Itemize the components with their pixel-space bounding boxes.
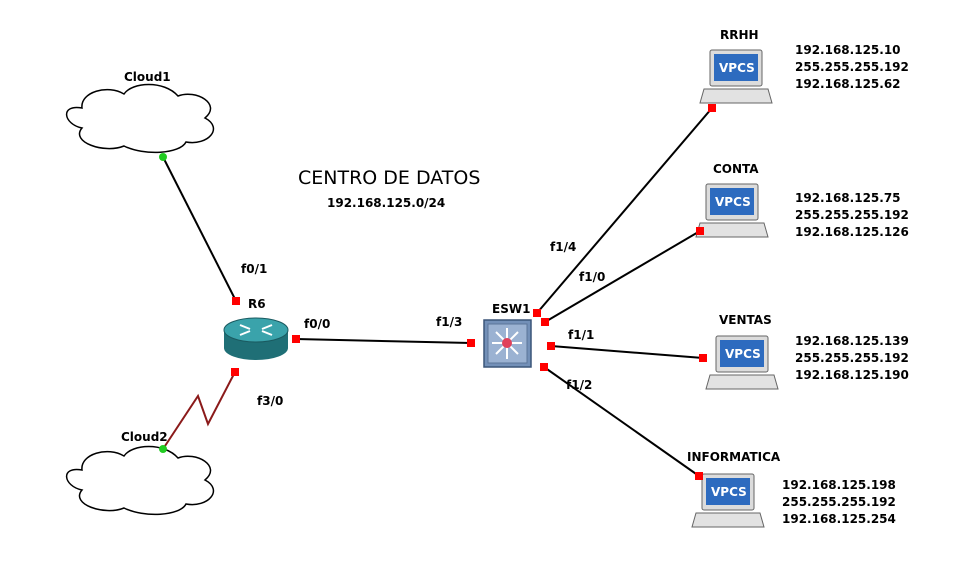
pc-conta-node[interactable] xyxy=(695,183,769,238)
port-label: f1/3 xyxy=(436,315,463,329)
pc-rrhh-node[interactable] xyxy=(699,49,773,104)
port-indicator-sw-f10 xyxy=(541,318,549,326)
switch-label: ESW1 xyxy=(492,302,531,316)
switch-icon xyxy=(483,319,532,368)
link-r6-esw1[interactable] xyxy=(295,338,472,344)
port-indicator-informatica xyxy=(695,472,703,480)
ip-address: 192.168.125.198 xyxy=(782,478,896,492)
subnet-mask: 255.255.255.192 xyxy=(782,495,896,509)
port-label: f0/1 xyxy=(241,262,268,276)
ip-address: 192.168.125.10 xyxy=(795,43,901,57)
network-address: 192.168.125.0/24 xyxy=(327,196,446,210)
port-indicator-sw-f11 xyxy=(547,342,555,350)
router-r6-node[interactable] xyxy=(223,317,289,360)
port-indicator-rrhh xyxy=(708,104,716,112)
port-indicator-r6-f30 xyxy=(231,368,239,376)
vpcs-screen-label: VPCS xyxy=(719,61,755,75)
subnet-mask: 255.255.255.192 xyxy=(795,351,909,365)
link-r6-cloud2-serial[interactable] xyxy=(162,371,236,450)
gateway: 192.168.125.62 xyxy=(795,77,901,91)
pc-conta-label: CONTA xyxy=(713,162,759,176)
port-indicator-r6-f01 xyxy=(232,297,240,305)
ip-config-rrhh: 192.168.125.10 255.255.255.192 192.168.1… xyxy=(795,42,909,93)
links xyxy=(162,107,713,477)
subnet-mask: 255.255.255.192 xyxy=(795,208,909,222)
pc-rrhh-label: RRHH xyxy=(720,28,759,42)
cloud2-node[interactable] xyxy=(65,445,215,516)
port-indicator-conta xyxy=(696,227,704,235)
vpcs-screen-label: VPCS xyxy=(711,485,747,499)
computer-icon xyxy=(695,183,769,238)
pc-informatica-node[interactable] xyxy=(691,473,765,528)
vpcs-screen-label: VPCS xyxy=(725,347,761,361)
router-label: R6 xyxy=(248,297,266,311)
link-cloud1-r6[interactable] xyxy=(162,156,237,302)
cloud2-label: Cloud2 xyxy=(121,430,168,444)
port-label: f1/2 xyxy=(566,378,593,392)
port-indicators xyxy=(231,104,716,480)
link-esw1-conta[interactable] xyxy=(544,230,701,323)
gateway: 192.168.125.254 xyxy=(782,512,896,526)
computer-icon xyxy=(705,335,779,390)
port-label: f1/0 xyxy=(579,270,606,284)
ip-address: 192.168.125.139 xyxy=(795,334,909,348)
port-label: f1/1 xyxy=(568,328,595,342)
cloud1-node[interactable] xyxy=(65,83,215,162)
port-indicator-ventas xyxy=(699,354,707,362)
link-esw1-informatica[interactable] xyxy=(543,366,700,477)
port-indicator-up xyxy=(159,153,167,161)
ip-config-ventas: 192.168.125.139 255.255.255.192 192.168.… xyxy=(795,333,909,384)
port-label: f1/4 xyxy=(550,240,577,254)
gateway: 192.168.125.126 xyxy=(795,225,909,239)
subnet-mask: 255.255.255.192 xyxy=(795,60,909,74)
port-indicator-sw-f14 xyxy=(533,309,541,317)
computer-icon xyxy=(691,473,765,528)
link-esw1-rrhh[interactable] xyxy=(536,107,713,314)
link-esw1-ventas[interactable] xyxy=(550,345,704,359)
pc-ventas-label: VENTAS xyxy=(719,313,772,327)
ip-config-informatica: 192.168.125.198 255.255.255.192 192.168.… xyxy=(782,477,896,528)
port-label: f3/0 xyxy=(257,394,284,408)
gateway: 192.168.125.190 xyxy=(795,368,909,382)
port-indicator-up xyxy=(159,445,167,453)
port-label: f0/0 xyxy=(304,317,331,331)
port-indicator-sw-f13 xyxy=(467,339,475,347)
cloud1-label: Cloud1 xyxy=(124,70,171,84)
port-indicator-r6-f00 xyxy=(292,335,300,343)
router-icon xyxy=(223,317,289,360)
ip-config-conta: 192.168.125.75 255.255.255.192 192.168.1… xyxy=(795,190,909,241)
ip-address: 192.168.125.75 xyxy=(795,191,901,205)
switch-esw1-node[interactable] xyxy=(483,319,532,368)
cloud-icon xyxy=(65,445,215,516)
computer-icon xyxy=(699,49,773,104)
vpcs-screen-label: VPCS xyxy=(715,195,751,209)
port-indicator-sw-f12 xyxy=(540,363,548,371)
cloud-icon xyxy=(65,83,215,154)
diagram-title: CENTRO DE DATOS xyxy=(298,167,481,189)
pc-informatica-label: INFORMATICA xyxy=(687,450,781,464)
pc-ventas-node[interactable] xyxy=(705,335,779,390)
